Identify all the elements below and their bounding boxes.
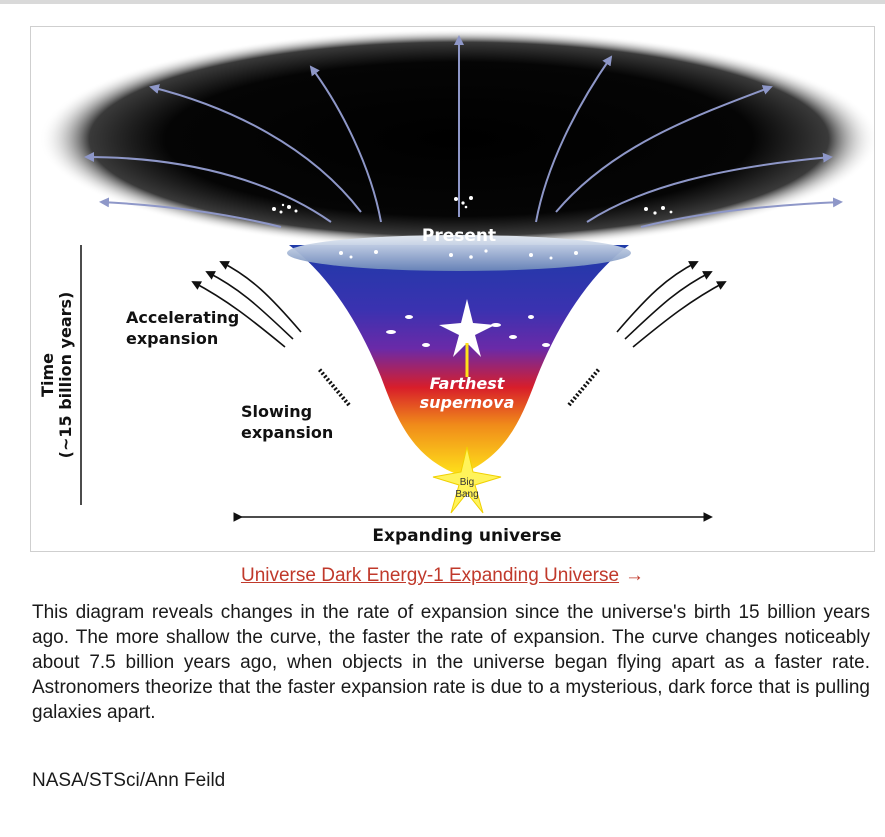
slowing-label-2: expansion	[241, 423, 333, 442]
supernova-star	[439, 299, 495, 377]
accelerating-label-2: expansion	[126, 329, 218, 348]
expansion-diagram: Present Accelerating expansion Slowing e…	[38, 29, 874, 546]
time-axis-label-2: (~15 billion years)	[56, 292, 75, 459]
accelerating-label-1: Accelerating	[126, 308, 239, 327]
present-label: Present	[422, 226, 496, 246]
farthest-supernova-label-2: supernova	[420, 393, 515, 412]
figure-caption: Universe Dark Energy-1 Expanding Univers…	[0, 565, 885, 587]
present-layer	[287, 235, 631, 271]
arrow-right-icon: →	[625, 565, 645, 586]
expansion-cone	[289, 245, 629, 475]
caption-link[interactable]: Universe Dark Energy-1 Expanding Univers…	[240, 565, 620, 586]
big-bang-burst	[432, 446, 502, 514]
accelerating-arrows	[191, 261, 727, 348]
slowing-label-1: Slowing	[241, 402, 312, 421]
expanding-universe-label: Expanding universe	[372, 526, 561, 546]
farthest-supernova-label-1: Farthest	[430, 374, 506, 393]
big-bang-label-1: Big	[460, 477, 474, 488]
top-divider	[0, 0, 885, 4]
diagram-figure: Present Accelerating expansion Slowing e…	[30, 26, 875, 552]
galaxy-clusters	[272, 196, 673, 347]
expansion-arrows	[84, 35, 843, 228]
image-credit: NASA/STSci/Ann Feild	[32, 770, 226, 791]
dark-universe-disc	[39, 29, 874, 249]
time-axis-label-1: Time	[38, 353, 57, 397]
big-bang-label-2: Bang	[455, 489, 478, 500]
description-paragraph: This diagram reveals changes in the rate…	[32, 602, 870, 723]
